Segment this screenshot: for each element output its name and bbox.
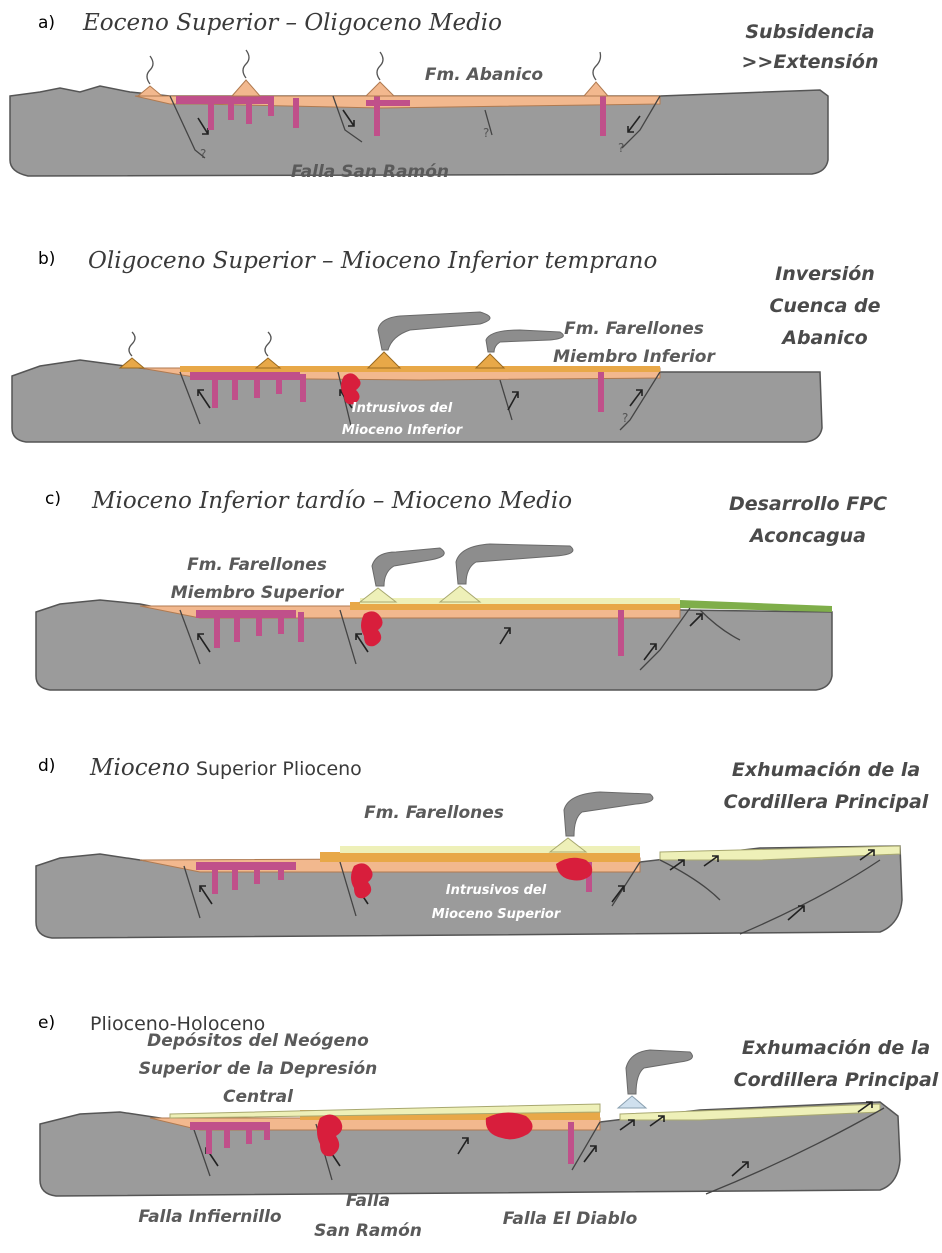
panel-c-letter: c): [45, 489, 61, 509]
panel-a-tectonics-1: Subsidencia: [745, 21, 874, 43]
panel-d-tectonics-2: Cordillera Principal: [724, 791, 929, 813]
panel-e-label-falla: Falla: [346, 1191, 390, 1211]
panel-d-label-intrusivos: Intrusivos del: [446, 883, 547, 898]
panel-c-tectonics-2: Aconcagua: [748, 525, 866, 547]
panel-b-qmark: ?: [622, 411, 628, 425]
panel-a-wisp-1: [147, 56, 153, 84]
panel-b-tectonics-2: Cuenca de: [769, 295, 880, 317]
panel-a-volcano-1: [138, 86, 162, 96]
panel-d-label-mioceno-superior: Mioceno Superior: [432, 907, 562, 922]
panel-d-farellones-upper: [340, 846, 640, 853]
panel-e-volcano: [618, 1096, 646, 1108]
panel-c-smoke-plume-1: [372, 548, 444, 586]
panel-b-wisp-2: [265, 332, 271, 356]
panel-c-title: Mioceno Inferior tardío – Mioceno Medio: [91, 488, 572, 514]
panel-e: e) Plioceno-Holoceno Exhumación de la Co…: [38, 1013, 939, 1241]
panel-d-farellones-layer: [320, 852, 640, 862]
panel-c-volcano-1: [360, 588, 396, 602]
panel-b-label-farellones: Fm. Farellones: [564, 319, 704, 339]
panel-b-tectonics-1: Inversión: [775, 263, 875, 285]
panel-a-title: Eoceno Superior – Oligoceno Medio: [82, 10, 502, 36]
panel-e-tectonics-2: Cordillera Principal: [734, 1069, 939, 1091]
panel-b-title: Oligoceno Superior – Mioceno Inferior te…: [88, 248, 657, 274]
panel-a-tectonics-2: >>Extensión: [742, 51, 879, 73]
panel-d-title-plain: Superior Plioceno: [190, 758, 362, 780]
panel-a-letter: a): [38, 13, 55, 33]
panel-c-farellones-upper: [360, 598, 680, 604]
panel-b-volcano-2: [256, 358, 280, 368]
panel-a-volcano-3: [366, 82, 394, 96]
panel-e-tectonics-1: Exhumación de la: [742, 1037, 930, 1059]
panel-a-wisp-4: [593, 52, 601, 80]
panel-a-volcano-4: [584, 82, 608, 96]
panel-a-wisp-2: [243, 50, 249, 78]
panel-a: a) Eoceno Superior – Oligoceno Medio Sub…: [10, 10, 878, 182]
panel-b-wisp-1: [129, 332, 135, 356]
panel-a-wisp-3: [377, 52, 383, 80]
panel-a-qmark-2: ?: [483, 126, 489, 140]
panel-d-letter: d): [38, 756, 55, 776]
panel-c-volcano-2: [440, 586, 480, 602]
panel-b-label-miembro-inferior: Miembro Inferior: [553, 347, 716, 367]
panel-b-volcano-4: [476, 354, 504, 368]
panel-e-letter: e): [38, 1013, 55, 1033]
panel-e-smoke-plume: [626, 1050, 692, 1094]
panel-b-smoke-plume-1: [378, 312, 490, 350]
panel-d-tectonics-1: Exhumación de la: [732, 759, 920, 781]
panel-e-label-falla-infiernillo: Falla Infiernillo: [138, 1207, 281, 1227]
panel-b-smoke-plume-2: [486, 330, 563, 352]
panel-b-letter: b): [38, 249, 55, 269]
panel-c-tectonics-1: Desarrollo FPC: [729, 493, 887, 515]
panel-e-label-san-ramon: San Ramón: [314, 1221, 422, 1241]
panel-d-volcano: [550, 838, 586, 852]
panel-d-title: Mioceno Superior Plioceno: [89, 755, 362, 781]
panel-c-label-farellones: Fm. Farellones: [187, 555, 327, 575]
panel-b-volcano-1: [120, 358, 144, 368]
panel-d-title-italic: Mioceno: [89, 755, 190, 781]
panel-b-volcano-3: [368, 352, 400, 368]
panel-a-volcano-2: [232, 80, 260, 96]
panel-a-label-abanico: Fm. Abanico: [425, 65, 544, 85]
panel-d-label-farellones: Fm. Farellones: [364, 803, 504, 823]
panel-d: d) Mioceno Superior Plioceno Exhumación …: [36, 755, 929, 938]
panel-a-qmark-1: ?: [200, 147, 206, 161]
panel-b-label-mioceno-inferior: Mioceno Inferior: [342, 423, 464, 438]
panel-c-label-miembro-superior: Miembro Superior: [171, 583, 345, 603]
panel-b-tectonics-3: Abanico: [780, 327, 867, 349]
panel-c: c) Mioceno Inferior tardío – Mioceno Med…: [36, 488, 887, 690]
panel-b: b) Oligoceno Superior – Mioceno Inferior…: [12, 248, 881, 442]
panel-e-label-depositos-2: Superior de la Depresión: [139, 1059, 378, 1079]
panel-a-label-falla-san-ramon: Falla San Ramón: [291, 162, 449, 182]
panel-b-label-intrusivos: Intrusivos del: [352, 401, 453, 416]
panel-a-qmark-3: ?: [618, 141, 624, 155]
panel-c-smoke-plume-2: [456, 544, 573, 584]
panel-e-label-depositos-3: Central: [223, 1087, 294, 1107]
panel-e-label-depositos-1: Depósitos del Neógeno: [147, 1031, 369, 1051]
panel-e-label-falla-el-diablo: Falla El Diablo: [503, 1209, 638, 1229]
panel-d-smoke-plume: [564, 792, 653, 836]
